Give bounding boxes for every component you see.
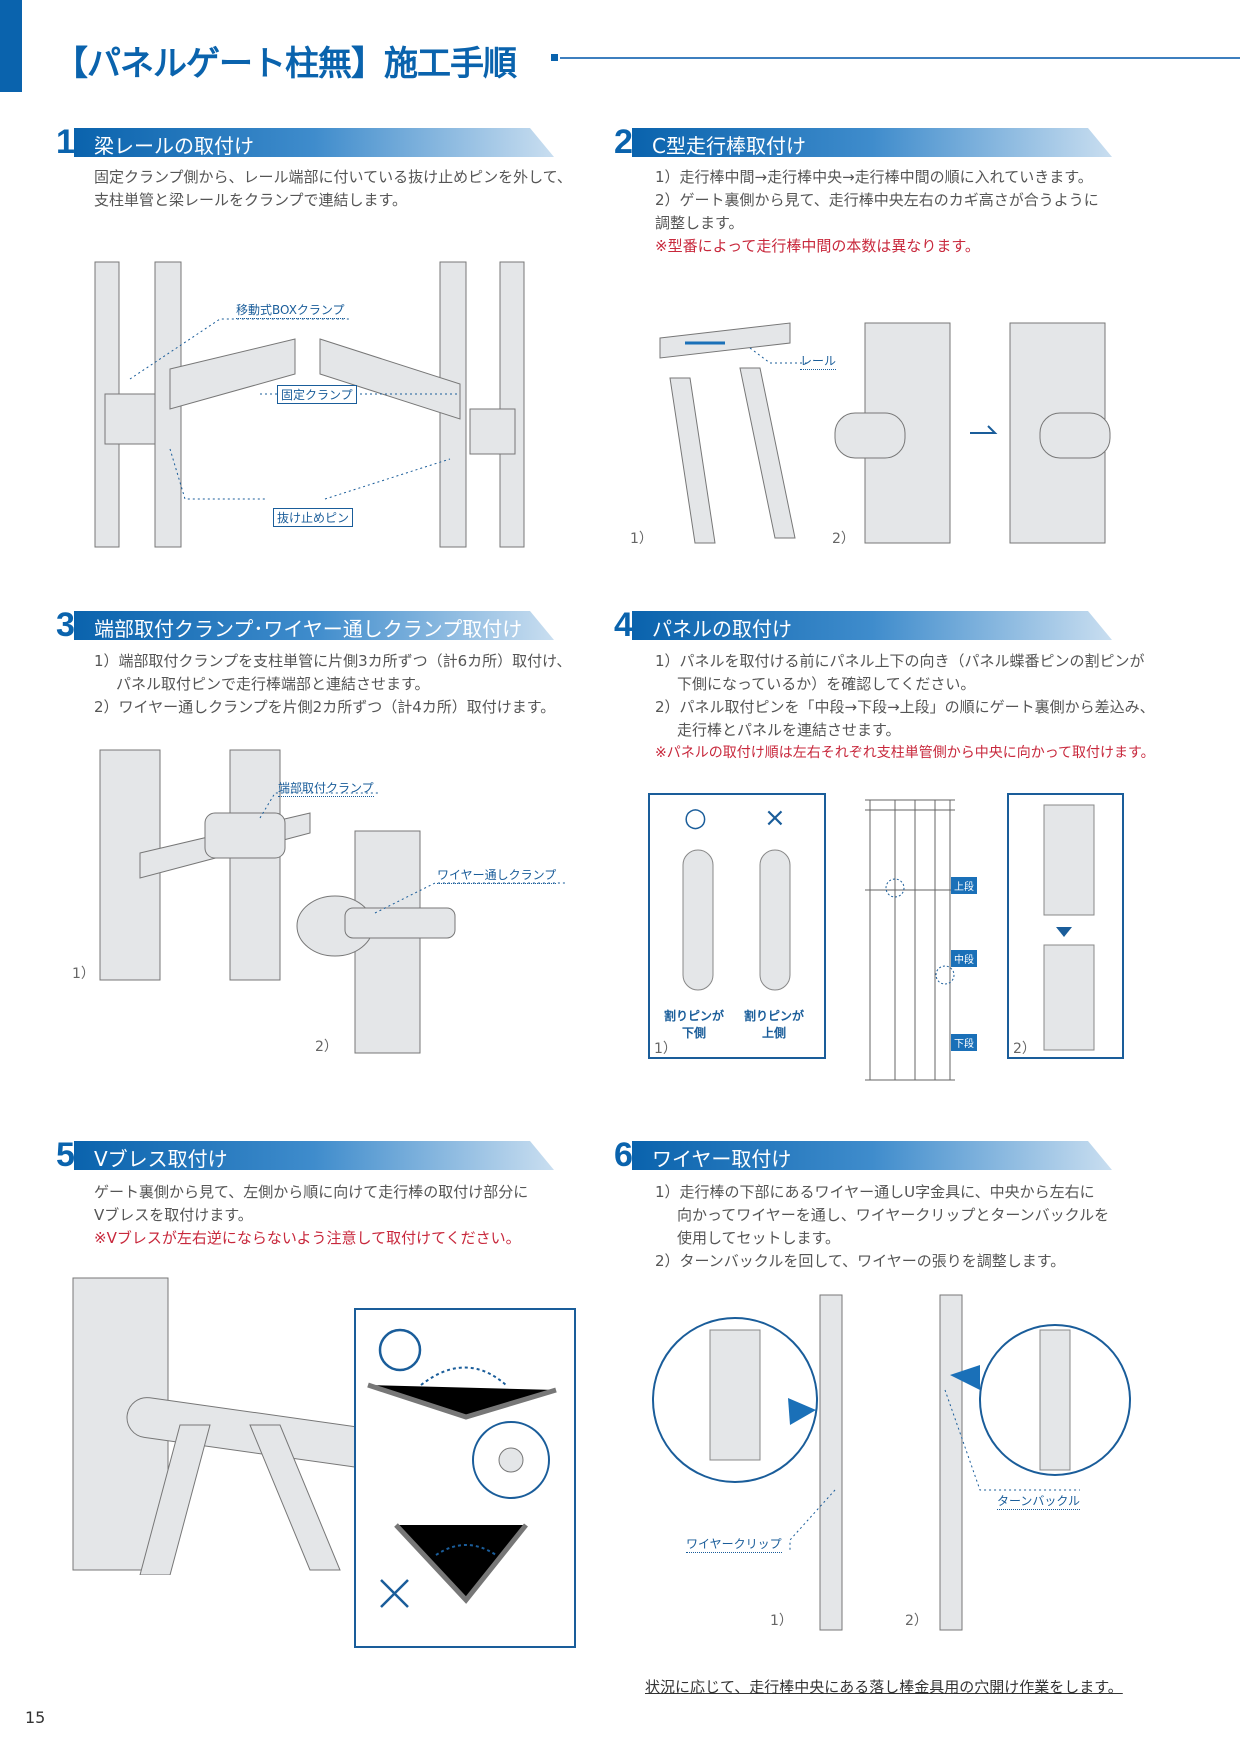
fig-label-2: 2） xyxy=(905,1613,928,1629)
rail-clamp-illustration xyxy=(94,261,525,548)
section-1-text: 固定クランプ側から、レール端部に付いている抜け止めピンを外して、支柱単管と梁レー… xyxy=(94,168,572,209)
ok-caption: 割りピンが下側 xyxy=(664,1009,725,1040)
section-6-text: 1）走行棒の下部にあるワイヤー通しU字金具に、中央から左右に向かってワイヤーを通… xyxy=(655,1183,1110,1270)
wire-illustration xyxy=(652,1294,1131,1631)
ng-caption: 割りピンが上側 xyxy=(744,1009,805,1040)
correct-mark: ○ xyxy=(684,803,707,833)
label-upper: 上段 xyxy=(951,877,977,894)
step-number: 2 xyxy=(614,123,633,161)
label-stop-pin: 抜け止めピン xyxy=(273,508,354,527)
section-3-header: 3 端部取付クランプ･ワイヤー通しクランプ取付け xyxy=(56,607,554,643)
section-1-header: 1 梁レールの取付け xyxy=(56,124,554,160)
fig-label-2: 2） xyxy=(832,531,855,547)
step-number: 5 xyxy=(56,1136,75,1174)
fig-label-1: 1） xyxy=(654,1041,677,1057)
section-4-header: 4 パネルの取付け xyxy=(614,607,1112,643)
fig-label-1: 1） xyxy=(72,966,95,982)
page-title: 【パネルゲート柱無】施工手順 xyxy=(54,44,517,84)
section-2-header: 2 C型走行棒取付け xyxy=(614,124,1112,160)
label-wire-clip: ワイヤークリップ xyxy=(686,1537,782,1553)
label-turnbuckle: ターンバックル xyxy=(997,1494,1081,1510)
section-title: Vブレス取付け xyxy=(94,1147,228,1171)
step-number: 3 xyxy=(56,606,75,644)
section-title: 端部取付クランプ･ワイヤー通しクランプ取付け xyxy=(94,617,523,641)
end-clamp-illustration xyxy=(99,749,565,1054)
v-brace-direction-frame xyxy=(354,1308,576,1648)
label-end-clamp: 端部取付クランプ xyxy=(278,781,374,797)
title-divider xyxy=(560,57,1240,59)
step-number: 1 xyxy=(56,123,75,161)
page-number: 15 xyxy=(25,1708,46,1727)
label-rail: レール xyxy=(800,354,837,370)
section-title: パネルの取付け xyxy=(652,617,792,641)
title-divider-dot xyxy=(551,54,558,61)
section-title: ワイヤー取付け xyxy=(652,1147,792,1171)
section-2-text: 1）走行棒中間→走行棒中央→走行棒中間の順に入れていきます。2）ゲート裏側から見… xyxy=(655,168,1099,255)
label-fixed-clamp: 固定クランプ xyxy=(277,385,357,404)
section-6-header: 6 ワイヤー取付け xyxy=(614,1137,1112,1173)
step-number: 6 xyxy=(614,1136,633,1174)
hinge-pin-frame: ○ × 割りピンが下側 割りピンが上側 1） xyxy=(648,793,826,1059)
section-4-text: 1）パネルを取付ける前にパネル上下の向き（パネル蝶番ピンの割ピンが下側になってい… xyxy=(655,652,1155,761)
fig-label-1: 1） xyxy=(770,1613,793,1629)
fig-label-1: 1） xyxy=(630,531,653,547)
section-title: 梁レールの取付け xyxy=(94,134,254,158)
section-5-header: 5 Vブレス取付け xyxy=(56,1137,554,1173)
section-3-text: 1）端部取付クランプを支柱単管に片側3カ所ずつ（計6カ所）取付け、パネル取付ピン… xyxy=(94,652,572,716)
v-brace-illustration xyxy=(72,1277,360,1575)
label-lower: 下段 xyxy=(951,1034,977,1051)
incorrect-mark: × xyxy=(764,803,786,833)
fig-label-2: 2） xyxy=(1013,1041,1036,1057)
accent-bar xyxy=(0,0,22,92)
section-title: C型走行棒取付け xyxy=(652,134,806,158)
label-middle: 中段 xyxy=(951,950,977,967)
step-number: 4 xyxy=(614,606,633,644)
c-bar-illustration xyxy=(659,322,1111,544)
label-box-clamp: 移動式BOXクランプ xyxy=(236,303,345,319)
footer-note: 状況に応じて、走行棒中央にある落し棒金具用の穴開け作業をします。 xyxy=(645,1678,1123,1696)
panel-illustration xyxy=(865,799,955,1081)
fig-label-2: 2） xyxy=(315,1039,338,1055)
pin-detail-frame: 2） xyxy=(1007,793,1124,1059)
label-wire-clamp: ワイヤー通しクランプ xyxy=(437,868,557,884)
